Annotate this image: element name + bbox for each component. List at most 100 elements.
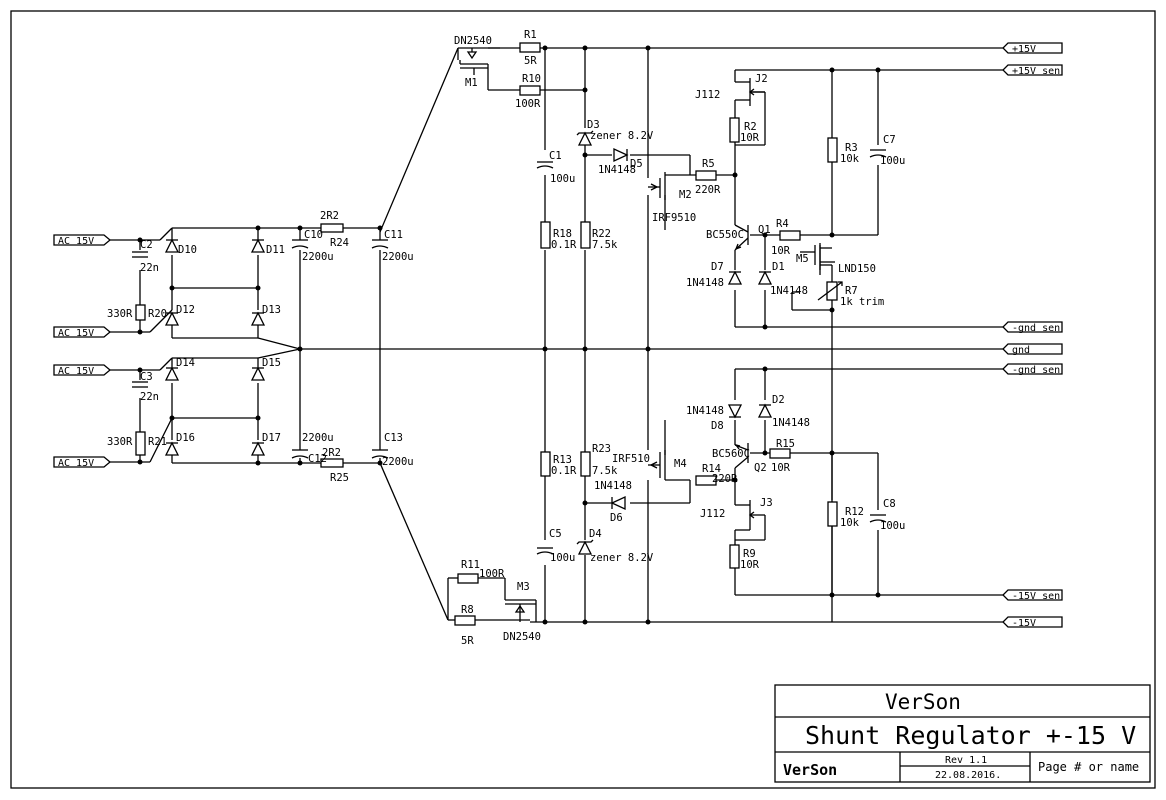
component-label: J2 — [755, 73, 768, 85]
component-label: R15 — [776, 438, 795, 450]
component-label: C11 — [384, 229, 403, 241]
component-label: 220R — [695, 184, 721, 196]
resistor-r14 — [695, 475, 717, 486]
diode-d10 — [164, 238, 180, 253]
diode-d17 — [250, 441, 266, 456]
component-label: BC550C — [706, 229, 744, 241]
component-label: 0.1R — [551, 465, 577, 477]
component-label: C12 — [308, 453, 327, 465]
component-label: D13 — [262, 304, 281, 316]
port-p15v — [1002, 42, 1063, 54]
mosfet-m2 — [648, 172, 666, 200]
diode-d6 — [610, 495, 626, 511]
title-block-company-small: VerSon — [783, 761, 837, 779]
component-label: 5R — [461, 635, 474, 647]
component-label: R12 — [845, 506, 864, 518]
component-label: R21 — [148, 436, 167, 448]
component-label: M4 — [674, 458, 687, 470]
component-label: C7 — [883, 134, 896, 146]
component-label: 22n — [140, 262, 159, 274]
resistor-r13 — [540, 451, 551, 477]
mosfet-m5 — [800, 243, 833, 280]
component-labels: DN2540 M1 R1 5R R10 100R D3 zener 8.2V D… — [107, 29, 905, 647]
component-label: R13 — [553, 454, 572, 466]
component-label: 22n — [140, 391, 159, 403]
mosfet-m4 — [648, 450, 666, 480]
port-ac4 — [53, 456, 112, 468]
title-block-page: Page # or name — [1038, 760, 1139, 774]
diode-d1 — [757, 270, 773, 285]
component-label: 10k — [840, 517, 860, 529]
junction-dots — [137, 45, 881, 625]
resistor-r23 — [580, 451, 591, 477]
component-label: 100R — [479, 568, 505, 580]
component-label: J112 — [700, 508, 725, 520]
component-label: 1N4148 — [772, 417, 810, 429]
resistor-r22 — [580, 221, 591, 249]
zener-d3 — [576, 130, 594, 146]
component-label: LND150 — [838, 263, 876, 275]
component-label: 10R — [740, 559, 760, 571]
component-label: R23 — [592, 443, 611, 455]
port-label: +15V — [1012, 44, 1036, 55]
resistor-r25 — [320, 458, 344, 468]
capacitors — [132, 149, 887, 555]
title-block-rev: Rev 1.1 — [945, 755, 987, 766]
resistor-r5 — [695, 170, 717, 181]
component-label: IRF510 — [612, 453, 650, 465]
diode-d12 — [164, 311, 180, 326]
resistor-r10 — [519, 85, 541, 96]
component-label: R25 — [330, 472, 349, 484]
component-label: BC560C — [712, 448, 750, 460]
port-ac1 — [53, 234, 112, 246]
port-label: -gnd sen — [1012, 365, 1060, 376]
port-labels: +15V +15V sen -gnd sen gnd -gnd sen -15V… — [58, 44, 1060, 629]
component-label: 100u — [880, 520, 905, 532]
component-label: 1N4148 — [594, 480, 632, 492]
component-label: D14 — [176, 357, 195, 369]
port-gnd — [1002, 343, 1063, 355]
resistors — [135, 42, 838, 626]
title-block: VerSon Shunt Regulator +-15 V VerSon Rev… — [774, 684, 1151, 783]
component-label: 5R — [524, 55, 537, 67]
component-label: D15 — [262, 357, 281, 369]
component-label: D3 — [587, 119, 600, 131]
port-gndsen-bot — [1002, 363, 1063, 375]
zener-d4 — [576, 539, 594, 555]
component-label: R1 — [524, 29, 537, 41]
component-label: C13 — [384, 432, 403, 444]
capacitor-c13 — [371, 449, 389, 459]
resistor-r4 — [779, 230, 801, 241]
capacitor-c3 — [132, 381, 148, 388]
port-ac2 — [53, 326, 112, 338]
component-label: R22 — [592, 228, 611, 240]
component-label: R24 — [330, 237, 349, 249]
component-label: C1 — [549, 150, 562, 162]
component-label: 1N4148 — [686, 405, 724, 417]
bjt-q1 — [734, 224, 749, 251]
component-label: R2 — [744, 121, 757, 133]
component-label: zener 8.2V — [590, 130, 654, 142]
component-label: DN2540 — [503, 631, 541, 643]
mosfet-m1 — [459, 48, 489, 75]
diode-d7 — [727, 270, 743, 285]
component-label: 7.5k — [592, 465, 618, 477]
diode-d2 — [757, 403, 773, 418]
component-label: 10R — [771, 245, 791, 257]
component-label: D7 — [711, 261, 724, 273]
component-label: 330R — [107, 436, 133, 448]
component-label: R4 — [776, 218, 789, 230]
capacitor-c8 — [869, 514, 887, 523]
diode-d14 — [164, 366, 180, 381]
component-label: Q2 — [754, 462, 767, 474]
port-label: -15V — [1012, 618, 1036, 629]
resistor-r8 — [454, 615, 476, 626]
capacitor-c11 — [371, 239, 389, 249]
component-label: Q1 — [758, 224, 771, 236]
component-label: 1N4148 — [770, 285, 808, 297]
bjt-q2 — [734, 443, 749, 469]
component-label: 10R — [740, 132, 760, 144]
component-label: C3 — [140, 371, 153, 383]
resistor-r21 — [135, 431, 146, 456]
